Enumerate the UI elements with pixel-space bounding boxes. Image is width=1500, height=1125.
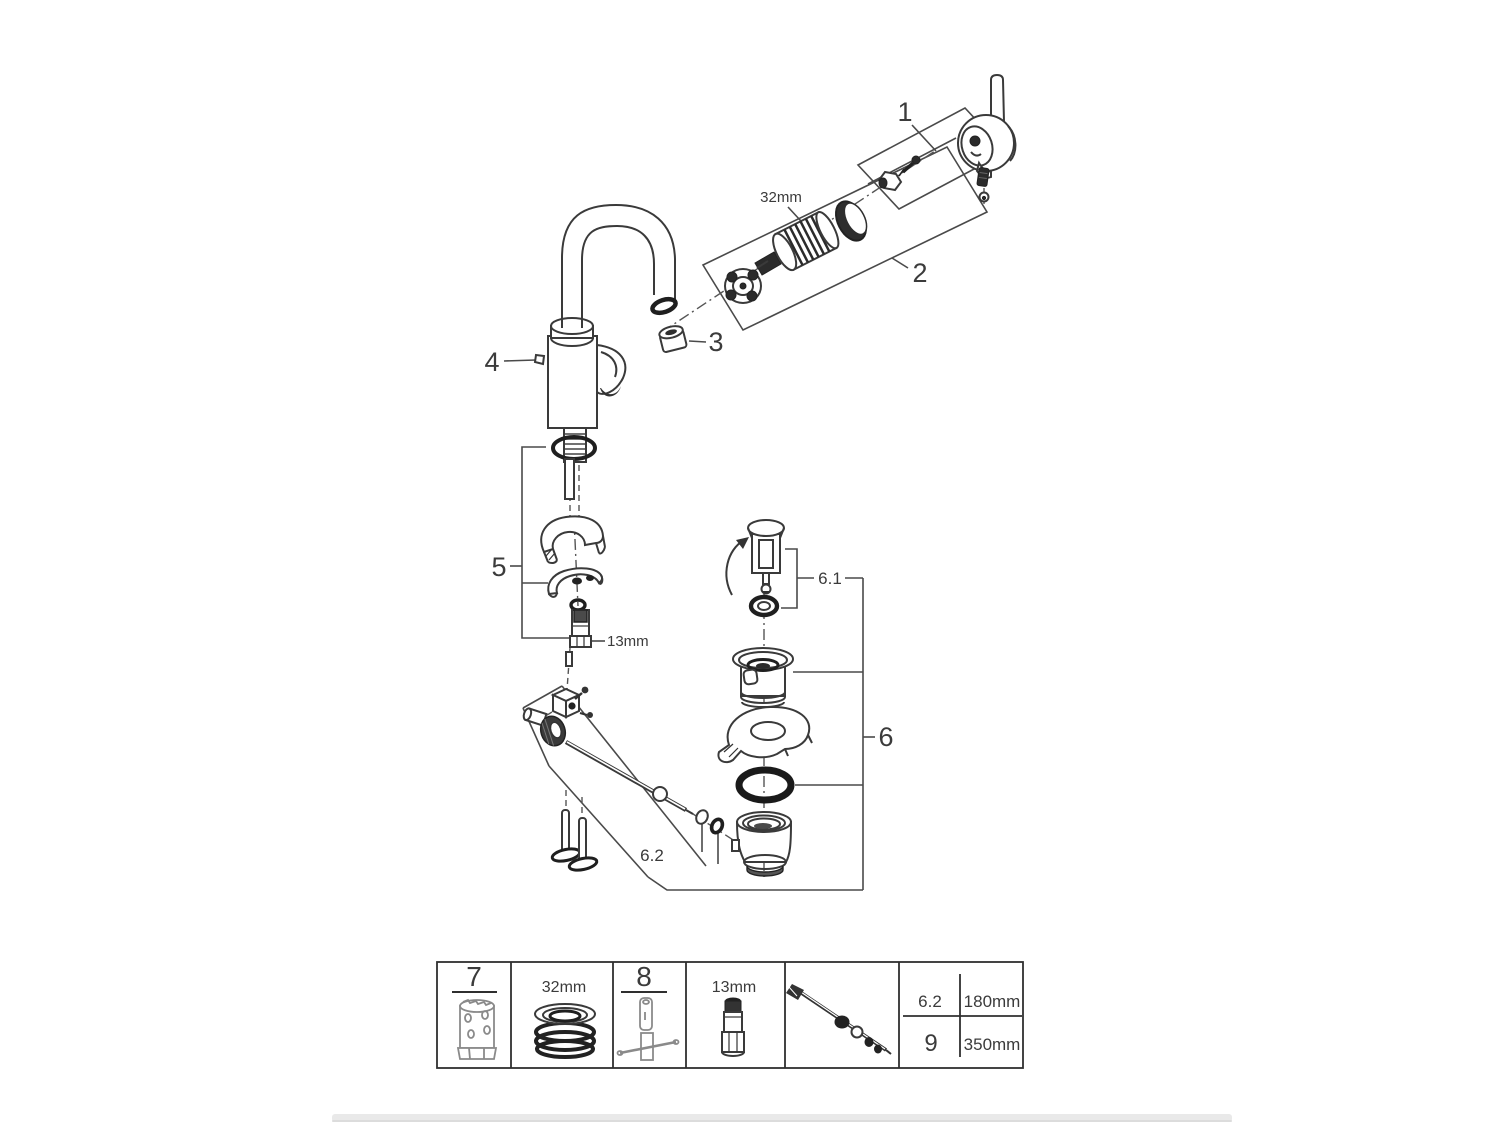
callout-6-2: 6.2 [640, 846, 664, 865]
group-box-cartridge [701, 145, 989, 332]
table-dim-13mm: 13mm [712, 979, 756, 996]
part-spout-body [533, 203, 678, 429]
tool-rod-8 [616, 997, 680, 1061]
callout-3: 3 [708, 327, 723, 357]
size-row2-ref: 9 [924, 1030, 937, 1057]
tool-ring-32mm [534, 1003, 596, 1059]
bracket-part5 [510, 446, 605, 642]
part-handle [877, 73, 1017, 203]
size-row1-ref: 6.2 [918, 992, 942, 1011]
parts-table: 7 32mm 8 [436, 961, 1024, 1069]
part-plug-set [725, 519, 785, 618]
size-row2-length: 350mm [964, 1035, 1021, 1054]
bottom-strip-edge [332, 1120, 1232, 1122]
part-aerator [658, 325, 688, 353]
size-row1-length: 180mm [964, 992, 1021, 1011]
table-ref-8: 8 [636, 961, 652, 992]
part-waste-set [717, 647, 813, 877]
table-rod-drawing [786, 984, 892, 1055]
part-rod-set [522, 686, 725, 872]
axis-nut [543, 711, 553, 718]
part-shank [551, 427, 597, 500]
callout-1: 1 [897, 97, 912, 127]
callout-4: 4 [484, 347, 499, 377]
table-dim-32mm: 32mm [542, 979, 586, 996]
callout-2: 2 [912, 258, 927, 288]
part-cartridge-set [724, 200, 868, 304]
size-table: 6.2 180mm 9 350mm [903, 974, 1022, 1057]
tool-socket-7 [456, 998, 498, 1060]
axis-pin [566, 647, 571, 691]
dim-13mm: 13mm [607, 633, 649, 650]
callout-6: 6 [878, 722, 893, 752]
callout-6-1: 6.1 [818, 569, 842, 588]
table-ref-7: 7 [466, 961, 482, 992]
bracket-part61 [781, 548, 863, 609]
tool-bolt-13mm [721, 997, 745, 1057]
bracket-part62 [522, 685, 719, 878]
callout-5: 5 [491, 552, 506, 582]
bracket-part6 [647, 578, 875, 891]
part-mounting-set [540, 515, 606, 667]
axis-mounting [573, 517, 579, 607]
dim-32mm: 32mm [760, 189, 802, 206]
